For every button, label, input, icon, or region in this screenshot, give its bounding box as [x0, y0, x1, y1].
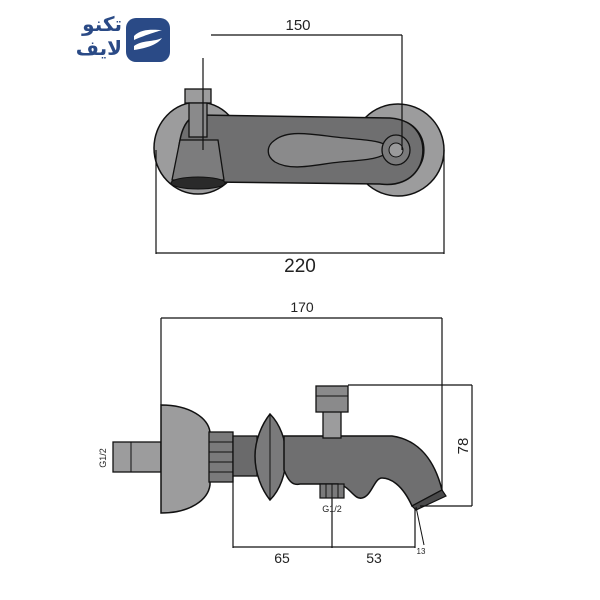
side-outlet-thread	[319, 483, 345, 499]
dim-170-label: 170	[290, 299, 314, 315]
side-inlet-pipe	[112, 441, 162, 473]
brand-name-line1: تكنو	[82, 12, 122, 36]
dim-65-53: 65 53	[232, 476, 416, 566]
dim-220-label: 220	[284, 256, 316, 277]
top-handle-knob	[381, 134, 411, 166]
wave-logo-icon	[126, 18, 170, 62]
dim-220: 220	[155, 150, 445, 277]
dim-13-label: 13	[417, 547, 426, 556]
side-wall-flange	[160, 404, 211, 514]
dim-150-label: 150	[285, 17, 310, 34]
dim-13: 13	[415, 506, 426, 556]
brand-name: تكنو لايف	[50, 12, 122, 60]
dim-78-label: 78	[455, 438, 472, 455]
brand-name-line2: لايف	[75, 36, 122, 60]
side-connector	[232, 435, 258, 477]
thread-inlet-label: G1/2	[98, 448, 108, 468]
side-spout-body	[283, 435, 443, 508]
side-nut	[208, 431, 234, 483]
top-handle-groove	[267, 132, 393, 168]
brand-logo: تكنو لايف	[50, 8, 180, 70]
dim-170: 170	[160, 299, 443, 490]
dim-65-label: 65	[274, 550, 290, 566]
dim-53-label: 53	[366, 550, 382, 566]
thread-outlet-label: G1/2	[322, 504, 342, 514]
top-view: 150 220	[153, 17, 445, 277]
side-diverter	[315, 385, 349, 439]
dim-78: 78	[348, 384, 473, 507]
dim-150: 150	[211, 17, 403, 150]
side-view: 170 78 65 53 13 G1/2 G1/2	[98, 299, 473, 566]
